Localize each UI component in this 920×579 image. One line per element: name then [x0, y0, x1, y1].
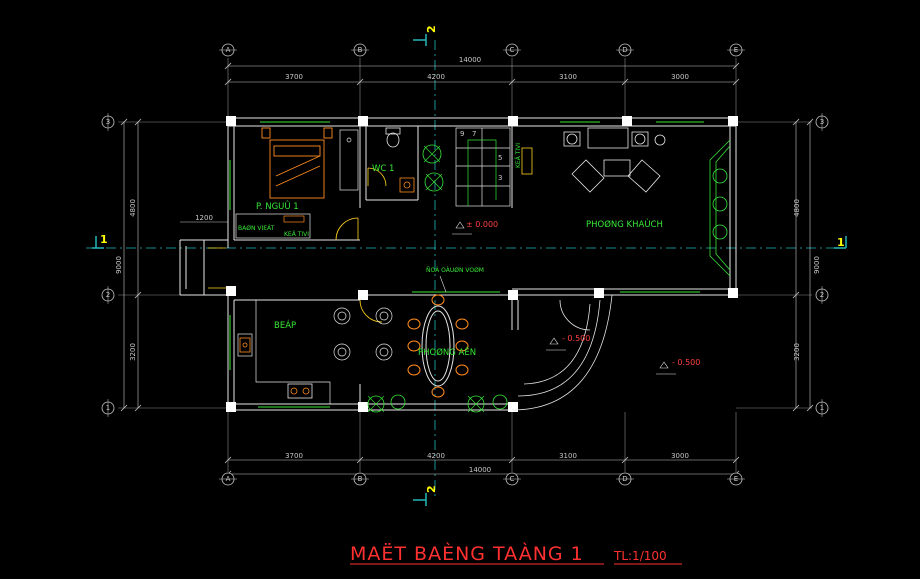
dim-top-span-3: 3100 [559, 73, 577, 81]
dim-bottom-span-1: 3700 [285, 452, 303, 460]
plant-leaves [367, 145, 485, 413]
grid-row-3-left: 3 [106, 118, 110, 126]
desk-icon [235, 213, 311, 239]
columns [226, 116, 738, 412]
dim-top-span-4: 3000 [671, 73, 689, 81]
stair-step-3: 3 [498, 174, 502, 182]
grid-col-a-bottom: A [226, 475, 231, 483]
dim-top-overall: 14000 [459, 56, 481, 64]
beam-leader [439, 275, 447, 293]
dim-bottom-overall: 14000 [469, 466, 491, 474]
kitchen-sink-icon [239, 337, 251, 353]
grid-col-b-bottom: B [358, 475, 363, 483]
toilet-icon [385, 127, 401, 148]
bed-icon [261, 127, 333, 199]
stair-step-9: 9 [460, 130, 464, 138]
dim-porch: 1200 [195, 214, 213, 222]
grid-col-b-top: B [358, 46, 363, 54]
dim-left-overall: 9000 [115, 256, 123, 274]
level-main: ± 0.000 [466, 220, 498, 229]
level-step: - 0.500 [562, 334, 590, 343]
drawing-title: MAËT BAÈNG TAÀNG 1 [350, 542, 584, 565]
dim-right-span-1: 4800 [793, 199, 801, 217]
label-beam: ÑOÀ OÀUØN VOØM [426, 267, 484, 274]
bay-window [709, 139, 731, 277]
label-desk: BAØN VIEÁT [238, 225, 275, 232]
dimension-ticks [120, 62, 814, 478]
dim-bottom-span-4: 3000 [671, 452, 689, 460]
grid-row-1-left: 1 [106, 404, 110, 412]
grid-col-c-bottom: C [510, 475, 515, 483]
grid-col-d-top: D [622, 46, 627, 54]
tv-shelf-icon [521, 147, 533, 175]
section-mark-right-label: 1 [837, 236, 845, 249]
dim-left-span-2: 3200 [129, 343, 137, 361]
windows [229, 121, 704, 408]
washbasin-icon [399, 177, 415, 193]
grid-bubbles [101, 43, 829, 486]
room-label-dining: PHOØNG AÊN [418, 346, 476, 358]
grid-col-d-bottom: D [622, 475, 627, 483]
dining-table-icon [407, 294, 469, 398]
dimension-lines [123, 65, 811, 475]
grid-row-1-right: 1 [820, 404, 824, 412]
dim-bottom-span-2: 4200 [427, 452, 445, 460]
section-marker-right: 1 [834, 236, 847, 249]
label-tv-shelf-bedroom: KEÄ TIVI [284, 231, 309, 238]
kitchen-counter [237, 300, 331, 404]
room-label-living: PHOØNG KHAÙCH [586, 218, 663, 230]
level-symbols [452, 221, 676, 375]
curved-verandah [511, 294, 613, 411]
staircase [455, 127, 511, 207]
section-mark-bottom-label: 2 [425, 485, 438, 493]
dim-bottom-span-3: 3100 [559, 452, 577, 460]
bar-stools [333, 307, 393, 361]
room-label-wc: WC 1 [372, 164, 394, 174]
dim-top-span-1: 3700 [285, 73, 303, 81]
section-marker-bottom: 2 [413, 485, 438, 506]
grid-row-3-right: 3 [820, 118, 824, 126]
dim-right-overall: 9000 [813, 256, 821, 274]
section-marker-left: 1 [92, 233, 108, 249]
grid-col-c-top: C [510, 46, 515, 54]
stove-icon [287, 383, 313, 399]
section-marker-top: 2 [413, 25, 438, 46]
grid-row-2-left: 2 [106, 291, 110, 299]
shower-icon [339, 129, 359, 191]
dim-left-span-1: 4800 [129, 199, 137, 217]
stair-step-5: 5 [498, 154, 502, 162]
section-mark-left-label: 1 [100, 233, 108, 246]
drawing-scale: TL:1/100 [613, 549, 667, 563]
grid-col-a-top: A [226, 46, 231, 54]
grid-col-e-top: E [734, 46, 738, 54]
section-mark-top-label: 2 [425, 25, 438, 33]
dim-right-span-2: 3200 [793, 343, 801, 361]
grid-bubble-crosses [107, 49, 823, 480]
stair-step-7: 7 [472, 130, 476, 138]
grid-col-e-bottom: E [734, 475, 738, 483]
plants-icon [367, 144, 728, 413]
label-tv-shelf-living: KEÄ TIVI [515, 143, 522, 168]
dim-top-span-2: 4200 [427, 73, 445, 81]
sofa-set-icon [563, 127, 666, 193]
grid-row-2-right: 2 [820, 291, 824, 299]
room-label-kitchen: BEÁP [274, 319, 296, 331]
level-yard: - 0.500 [672, 358, 700, 367]
room-label-bedroom: P. NGUÛ 1 [256, 200, 299, 212]
